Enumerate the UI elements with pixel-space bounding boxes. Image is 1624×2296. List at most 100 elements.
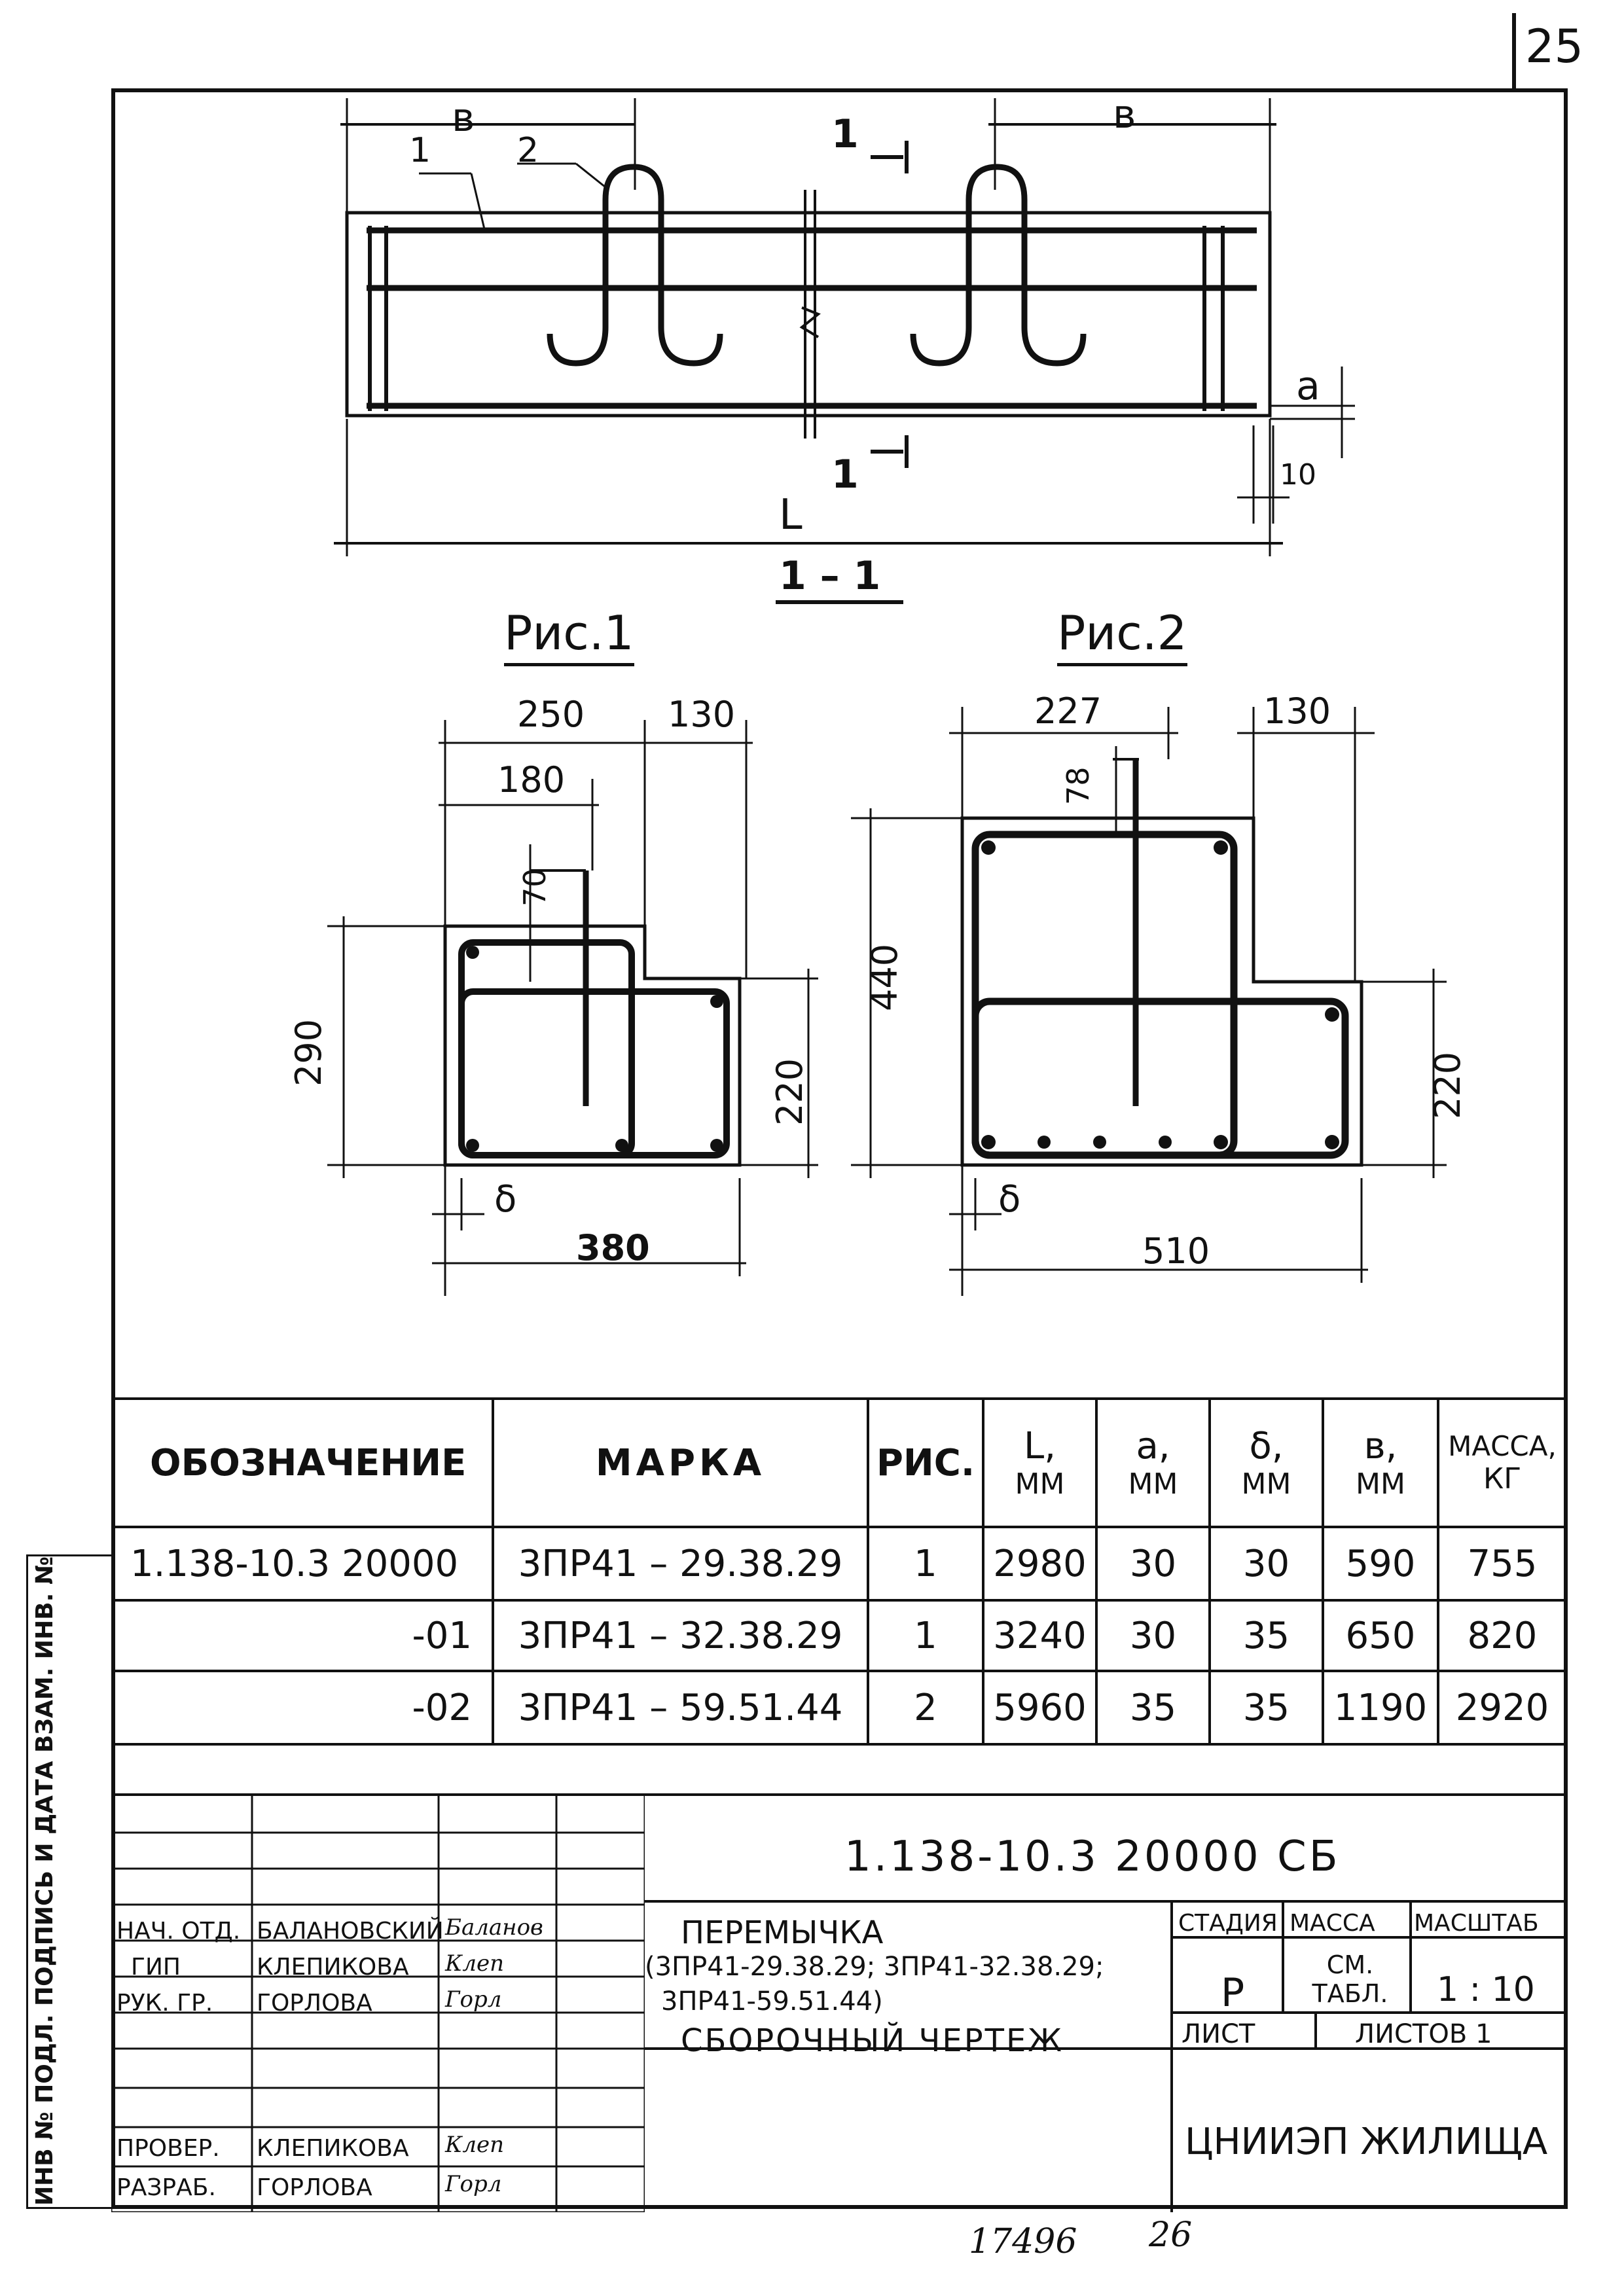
row2-b: 650 bbox=[1322, 1599, 1439, 1672]
name-2: КЛЕПИКОВА bbox=[257, 1954, 409, 1981]
organization: ЦНИИЭП ЖИЛИЩА bbox=[1185, 2121, 1548, 2163]
fig2-dim-227: 227 bbox=[1034, 691, 1102, 732]
callout-2: 2 bbox=[517, 131, 539, 170]
drawing-frame bbox=[111, 88, 1568, 2209]
fig1-title: Рис.1 bbox=[504, 605, 634, 666]
fig1-dim-380: 380 bbox=[576, 1227, 650, 1268]
header-a: a, ММ bbox=[1095, 1397, 1211, 1528]
fig2-dim-130: 130 bbox=[1263, 691, 1331, 732]
signature-2: Клеп bbox=[445, 1950, 504, 1977]
name-line-3: 3ПР41-59.51.44) bbox=[661, 1986, 883, 2017]
header-L-label: L, bbox=[1024, 1425, 1056, 1467]
row2-a: 30 bbox=[1095, 1599, 1211, 1672]
role-1: НАЧ. ОТД. bbox=[117, 1918, 241, 1945]
row3-delta: 35 bbox=[1208, 1670, 1324, 1746]
signature-1: Баланов bbox=[445, 1914, 543, 1941]
stage-label: СТАДИЯ bbox=[1178, 1910, 1278, 1937]
specification-table: ОБОЗНАЧЕНИЕ МАРКА РИС. L, ММ a, ММ δ, ММ… bbox=[111, 1397, 1568, 1751]
stage-value: Р bbox=[1221, 1970, 1245, 2016]
role-5: РАЗРАБ. bbox=[117, 2174, 216, 2201]
header-mark: МАРКА bbox=[492, 1397, 869, 1528]
mass-label: МАССА bbox=[1290, 1910, 1375, 1937]
row2-mark: 3ПР41 – 32.38.29 bbox=[492, 1599, 869, 1672]
fig1-dim-250: 250 bbox=[517, 694, 585, 735]
header-b-unit: ММ bbox=[1356, 1467, 1405, 1501]
plan-view bbox=[334, 98, 1355, 604]
dim-b-left: в bbox=[452, 95, 475, 141]
role-2: ГИП bbox=[131, 1954, 181, 1981]
page-number: 25 bbox=[1525, 20, 1584, 73]
callout-1: 1 bbox=[409, 131, 431, 170]
sheets-label: ЛИСТОВ 1 bbox=[1355, 2019, 1492, 2049]
fig2-dim-510: 510 bbox=[1142, 1230, 1210, 1272]
name-4: КЛЕПИКОВА bbox=[257, 2135, 409, 2162]
fig1-dim-130: 130 bbox=[668, 694, 736, 735]
signature-grid bbox=[111, 1793, 645, 2212]
fig2-dim-78: 78 bbox=[1060, 766, 1096, 805]
row1-a: 30 bbox=[1095, 1526, 1211, 1602]
header-mass-label: МАССА, bbox=[1448, 1430, 1557, 1462]
row1-fig: 1 bbox=[867, 1526, 984, 1602]
header-mass: МАССА, КГ bbox=[1437, 1397, 1568, 1528]
name-line-1: ПЕРЕМЫЧКА bbox=[681, 1914, 884, 1951]
fig2-section bbox=[851, 707, 1447, 1296]
role-4: ПРОВЕР. bbox=[117, 2135, 220, 2162]
name-1: БАЛАНОВСКИЙ bbox=[257, 1918, 444, 1945]
fig1-dim-delta: δ bbox=[494, 1178, 517, 1221]
header-a-label: a, bbox=[1136, 1425, 1170, 1467]
row3-designation: -02 bbox=[111, 1670, 494, 1746]
name-line-4: СБОРОЧНЫЙ ЧЕРТЕЖ bbox=[681, 2022, 1064, 2059]
row3-mark: 3ПР41 – 59.51.44 bbox=[492, 1670, 869, 1746]
row1-mark: 3ПР41 – 29.38.29 bbox=[492, 1526, 869, 1602]
name-3: ГОРЛОВА bbox=[257, 1990, 372, 2017]
row2-delta: 35 bbox=[1208, 1599, 1324, 1672]
row2-L: 3240 bbox=[982, 1599, 1098, 1672]
header-delta: δ, ММ bbox=[1208, 1397, 1324, 1528]
header-mass-unit: КГ bbox=[1483, 1462, 1522, 1496]
row3-fig: 2 bbox=[867, 1670, 984, 1746]
role-3: РУК. ГР. bbox=[117, 1990, 213, 2017]
section-title: 1 – 1 bbox=[779, 553, 881, 599]
row3-b: 1190 bbox=[1322, 1670, 1439, 1746]
sheet-number-tick bbox=[1512, 13, 1516, 92]
fig2-title: Рис.2 bbox=[1057, 605, 1187, 666]
row1-designation: 1.138-10.3 20000 bbox=[111, 1526, 494, 1602]
row3-L: 5960 bbox=[982, 1670, 1098, 1746]
row1-delta: 30 bbox=[1208, 1526, 1324, 1602]
header-L-unit: ММ bbox=[1015, 1467, 1065, 1501]
scale-label: МАСШТАБ bbox=[1414, 1910, 1539, 1937]
mass-value: СМ. ТАБЛ. bbox=[1312, 1950, 1388, 2008]
signature-5: Горл bbox=[445, 2171, 502, 2197]
fig2-dim-220: 220 bbox=[1427, 1051, 1468, 1119]
row1-mass: 755 bbox=[1437, 1526, 1568, 1602]
fig1-dim-70: 70 bbox=[517, 868, 552, 906]
name-line-2: (3ПР41-29.38.29; 3ПР41-32.38.29; bbox=[645, 1952, 1104, 1982]
archive-number: 17496 bbox=[969, 2222, 1077, 2261]
sheet-label: ЛИСТ bbox=[1182, 2019, 1255, 2049]
row1-b: 590 bbox=[1322, 1526, 1439, 1602]
row2-fig: 1 bbox=[867, 1599, 984, 1672]
dim-10: 10 bbox=[1280, 458, 1316, 492]
header-designation: ОБОЗНАЧЕНИЕ bbox=[111, 1397, 494, 1528]
document-code: 1.138-10.3 20000 СБ bbox=[844, 1833, 1341, 1881]
header-delta-unit: ММ bbox=[1241, 1467, 1291, 1501]
fig1-dim-180: 180 bbox=[497, 759, 566, 800]
scale-value: 1 : 10 bbox=[1437, 1970, 1535, 2009]
sheet-copy-number: 26 bbox=[1149, 2215, 1193, 2255]
row3-mass: 2920 bbox=[1437, 1670, 1568, 1746]
header-b-label: в, bbox=[1363, 1425, 1398, 1467]
header-delta-label: δ, bbox=[1249, 1425, 1284, 1467]
header-b: в, ММ bbox=[1322, 1397, 1439, 1528]
header-fig: РИС. bbox=[867, 1397, 984, 1528]
dim-b-right: в bbox=[1113, 92, 1136, 137]
section-mark-top: 1 bbox=[831, 111, 859, 157]
header-a-unit: ММ bbox=[1128, 1467, 1178, 1501]
section-mark-bottom: 1 bbox=[831, 452, 859, 497]
fig1-section bbox=[327, 720, 818, 1296]
left-strip-text: ИНВ № ПОДЛ. ПОДПИСЬ И ДАТА ВЗАМ. ИНВ. № bbox=[31, 1556, 58, 2206]
fig1-dim-290: 290 bbox=[288, 1018, 329, 1086]
fig2-dim-delta: δ bbox=[998, 1178, 1021, 1221]
row3-a: 35 bbox=[1095, 1670, 1211, 1746]
fig2-dim-440: 440 bbox=[864, 943, 905, 1011]
row1-L: 2980 bbox=[982, 1526, 1098, 1602]
